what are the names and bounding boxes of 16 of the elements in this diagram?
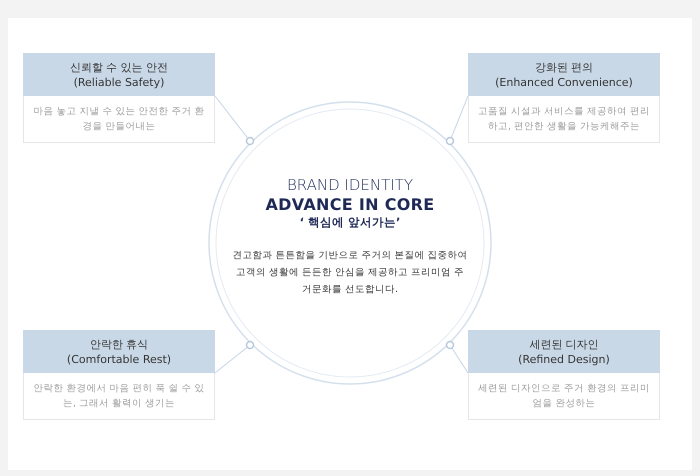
card-title: 안락한 휴식: [90, 336, 148, 352]
description-text: 견고함과 튼튼함을 기반으로 주거의 본질에 집중하여 고객의 생활에 든든한 안심을 제공하고 프리미엄 주거문화를 선도합니다.: [232, 249, 468, 297]
card-description: 고품질 시설과 서비스를 제공하여 편리하고, 편안한 생활을 가능케해주는: [476, 105, 652, 134]
card-title: 세련된 디자인: [529, 336, 599, 352]
card-subtitle: (Reliable Safety): [74, 74, 164, 90]
card-description: 마음 놓고 지낼 수 있는 안전한 주거 환경을 만들어내는: [32, 105, 206, 134]
heading: BRAND IDENTITY: [286, 176, 414, 194]
card-subtitle: (Comfortable Rest): [66, 352, 172, 366]
card-description: 세련된 디자인으로 주거 환경의 프리미엄을 완성하는: [476, 382, 652, 411]
subtitle: ‘ 핵심에 앞서가는’: [298, 215, 402, 230]
card-description: 안락한 환경에서 마음 편히 푹 쉴 수 있는, 그래서 활력이 생기는: [32, 382, 206, 411]
card-title: 강화된 편의: [534, 60, 594, 74]
card-title: 신뢰할 수 있는 안전: [70, 60, 168, 74]
title: ADVANCE IN CORE: [264, 195, 436, 214]
card-subtitle: (Enhanced Convenience): [495, 74, 633, 90]
card-subtitle: (Refined Design): [518, 352, 610, 366]
